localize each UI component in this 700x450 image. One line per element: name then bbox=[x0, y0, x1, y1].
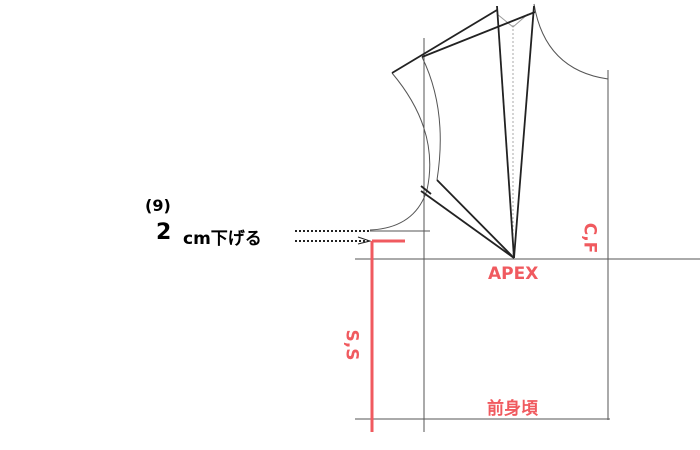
piece-name-label: 前身頃 bbox=[487, 399, 538, 419]
armhole-to-apex-1 bbox=[420, 190, 515, 259]
center-front-label: C,F bbox=[579, 222, 600, 254]
neck-curve bbox=[533, 3, 609, 80]
step-instruction: cm下げる bbox=[183, 229, 262, 249]
arrow-icon bbox=[357, 236, 372, 245]
apex-label: APEX bbox=[488, 264, 539, 284]
dart-leg-left bbox=[496, 5, 515, 259]
shoulder-line-1 bbox=[391, 9, 498, 74]
shoulder-line-2 bbox=[421, 11, 536, 58]
dart-leg-right bbox=[513, 5, 535, 259]
dart-top-v bbox=[496, 13, 529, 28]
step-number: (9) bbox=[145, 196, 171, 215]
side-seam-label: S,S bbox=[341, 329, 362, 361]
armhole-to-apex-2 bbox=[436, 179, 515, 259]
armhole-outer-curve bbox=[369, 72, 431, 231]
step-amount: 2 bbox=[156, 220, 172, 245]
armhole-inner-curve bbox=[421, 56, 441, 181]
